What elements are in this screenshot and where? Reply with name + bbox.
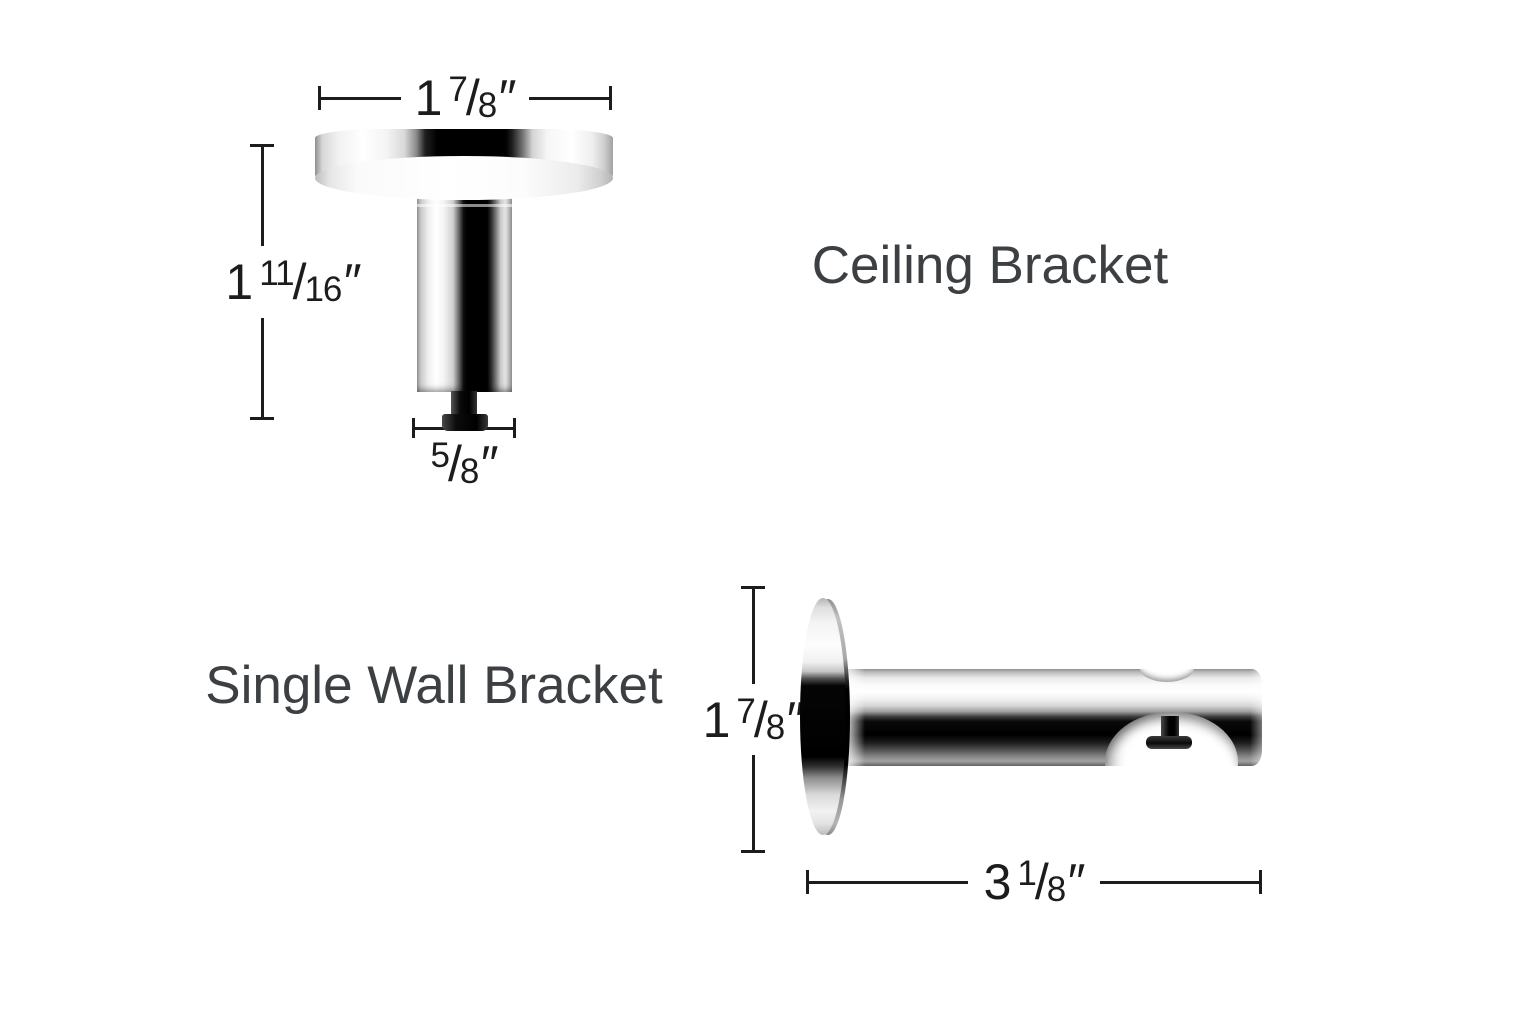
dimension-tick <box>1259 870 1263 894</box>
dimension-tick <box>513 418 516 438</box>
fraction-slash: / <box>1034 854 1049 911</box>
ceiling-bracket-screw-head <box>442 414 488 431</box>
fraction-slash: / <box>292 254 307 311</box>
dimension-line <box>751 589 755 684</box>
dimension-line <box>809 880 968 884</box>
dimension-tick <box>741 586 765 589</box>
dimension-line <box>1100 880 1260 884</box>
dimension-whole: 1 <box>225 254 253 311</box>
dimension-numerator: 7 <box>448 70 467 110</box>
arm-end-highlight <box>1250 669 1262 766</box>
dimension-line <box>321 96 401 100</box>
dimension-line <box>529 96 610 100</box>
dimension-denominator: 8 <box>459 452 479 492</box>
dimension-whole: 1 <box>414 70 443 127</box>
dimension-line <box>260 317 264 417</box>
dimension-unit: ″ <box>1067 854 1086 911</box>
ceiling-bracket-label: Ceiling Bracket <box>811 236 1169 295</box>
dimension-tick <box>250 417 274 420</box>
dimension-tick <box>412 418 415 438</box>
dimension-numerator: 11 <box>259 254 294 294</box>
dimension-whole: 3 <box>983 854 1012 911</box>
dimension-denominator: 16 <box>304 270 342 310</box>
dimension-tick <box>741 850 765 853</box>
dimension-denominator: 8 <box>765 708 785 748</box>
wall-bracket-arm <box>845 669 1262 766</box>
arm-top-notch <box>1140 669 1194 682</box>
fraction-slash: / <box>753 691 768 748</box>
ceiling-stem-width-value: 5/8″ <box>380 438 548 489</box>
post-seam-highlight <box>417 204 512 207</box>
dimension-unit: ″ <box>343 254 362 311</box>
wall-bracket-label: Single Wall Bracket <box>205 656 663 715</box>
dimension-denominator: 8 <box>1046 870 1066 910</box>
saddle-screw-stem <box>1161 716 1179 740</box>
dimension-tick <box>609 86 613 110</box>
dimension-tick <box>318 86 321 110</box>
dimension-line <box>751 755 755 850</box>
dimension-unit: ″ <box>480 436 499 492</box>
dimension-tick <box>806 870 809 894</box>
dimension-unit: ″ <box>498 70 517 127</box>
dimension-numerator: 5 <box>430 436 449 475</box>
dimension-numerator: 1 <box>1017 854 1036 894</box>
saddle-screw-head <box>1146 736 1192 749</box>
dimension-line <box>260 147 264 247</box>
ceiling-bracket-flange-underside <box>315 156 613 200</box>
ceiling-bracket-post <box>417 180 512 392</box>
dimension-unit: ″ <box>786 691 805 748</box>
dimension-tick <box>250 144 274 147</box>
dimension-denominator: 8 <box>477 86 497 126</box>
dimension-numerator: 7 <box>736 691 755 731</box>
arm-collar-highlight <box>845 669 865 766</box>
fraction-slash: / <box>447 436 462 492</box>
dimension-whole: 1 <box>702 691 731 748</box>
wall-plate-face <box>800 598 846 835</box>
fraction-slash: / <box>465 70 480 127</box>
ceiling-bracket-screw-stem <box>451 391 477 417</box>
